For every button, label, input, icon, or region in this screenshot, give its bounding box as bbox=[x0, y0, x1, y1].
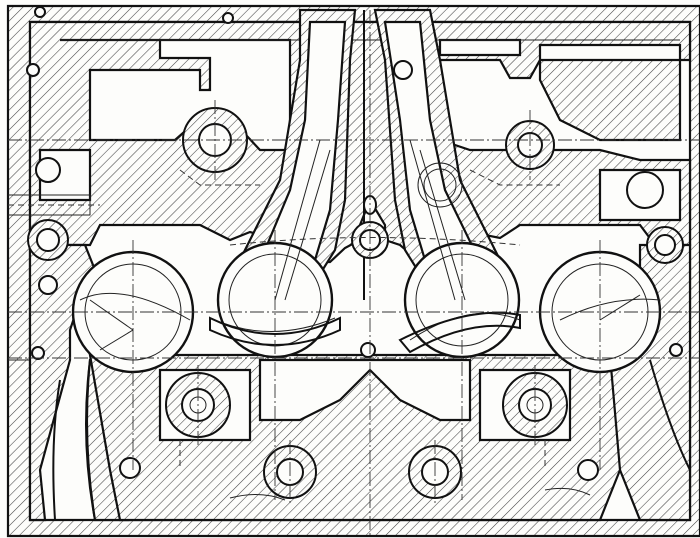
center-lines bbox=[8, 10, 700, 536]
hidden-lines bbox=[8, 169, 560, 470]
projection-rays bbox=[89, 139, 641, 351]
right-channel bbox=[598, 168, 692, 522]
